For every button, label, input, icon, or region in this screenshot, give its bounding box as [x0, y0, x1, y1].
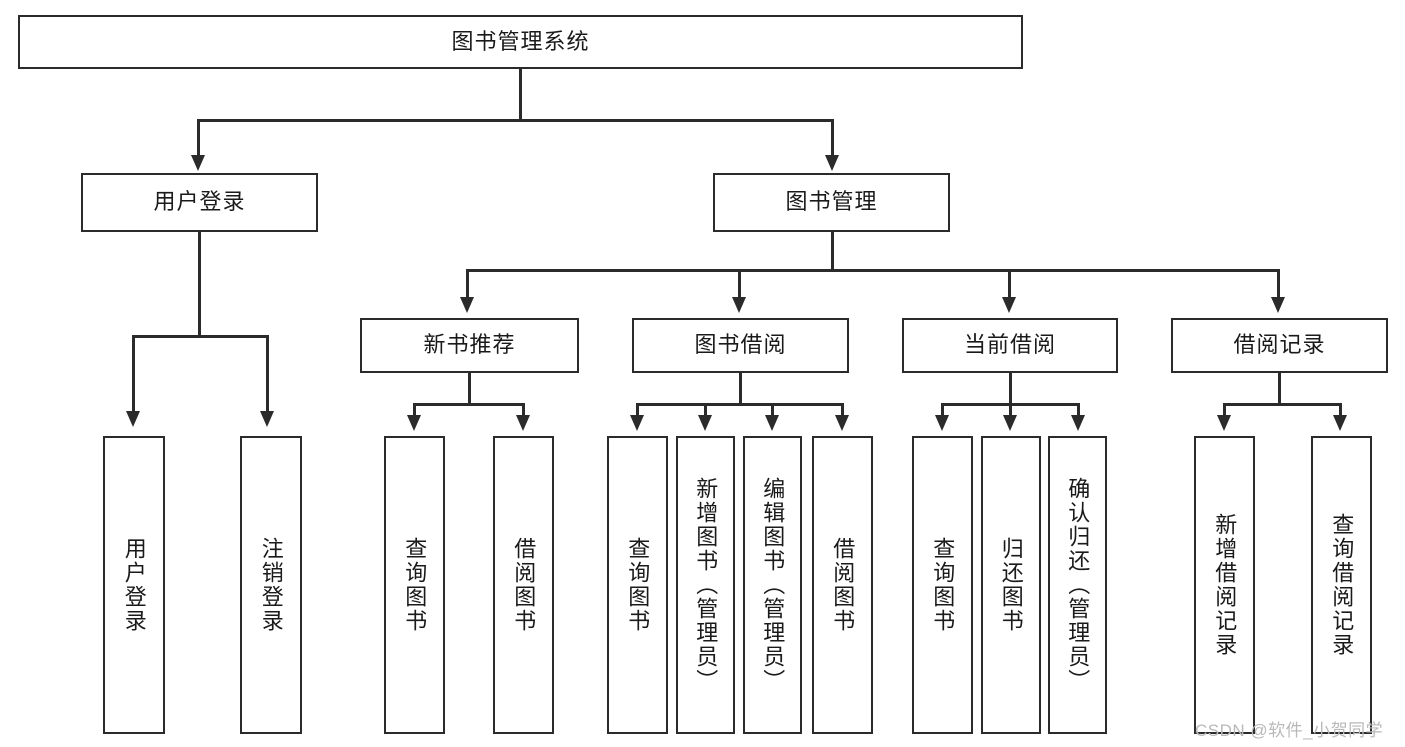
- edge-bm-to-new-book-rec: [466, 269, 469, 301]
- edge-bb-stem: [739, 373, 742, 405]
- leaf-br-add-record[interactable]: 新增借阅记录: [1194, 436, 1255, 734]
- leaf-user-login[interactable]: 用户登录: [103, 436, 165, 734]
- node-label: 归还图书: [998, 537, 1024, 633]
- arrow-to-book-borrow: [732, 297, 746, 313]
- arrow-to-user-login: [191, 155, 205, 171]
- edge-user-login-stem: [198, 232, 201, 337]
- edge-nbr-bus: [413, 403, 525, 406]
- arrow-to-current-borrow: [1002, 297, 1016, 313]
- node-new-book-recommendation[interactable]: 新书推荐: [360, 318, 579, 373]
- edge-nbr-stem: [468, 373, 471, 405]
- arrow-cb-leaf-2: [1003, 415, 1017, 431]
- node-label: 借阅记录: [1233, 332, 1326, 358]
- edge-br-to-leaf-1: [1223, 403, 1226, 418]
- edge-user-login-bus: [132, 335, 269, 338]
- leaf-nbr-query-books[interactable]: 查询图书: [384, 436, 445, 734]
- arrow-nbr-leaf-2: [516, 415, 530, 431]
- edge-user-login-to-leaf-1: [132, 335, 135, 415]
- arrow-bb-leaf-2: [698, 415, 712, 431]
- node-label: 新书推荐: [423, 332, 516, 358]
- edge-cb-to-leaf-1: [941, 403, 944, 418]
- edge-nbr-to-leaf-2: [522, 403, 525, 418]
- node-label: 新增图书（管理员）: [693, 477, 719, 693]
- edge-cb-to-leaf-2: [1009, 403, 1012, 418]
- arrow-cb-leaf-3: [1071, 415, 1085, 431]
- edge-bm-to-current-borrow: [1008, 269, 1011, 301]
- node-label: 用户登录: [121, 537, 147, 633]
- node-label: 查询借阅记录: [1329, 513, 1355, 657]
- edge-bm-to-book-borrow: [738, 269, 741, 301]
- node-label: 图书管理: [785, 189, 878, 215]
- node-borrowing-records[interactable]: 借阅记录: [1171, 318, 1388, 373]
- edge-bb-to-leaf-3: [771, 403, 774, 418]
- node-label: 编辑图书（管理员）: [760, 477, 786, 693]
- edge-cb-stem: [1009, 373, 1012, 405]
- node-label: 借阅图书: [511, 537, 537, 633]
- node-label: 新增借阅记录: [1212, 513, 1238, 657]
- edge-root-bus: [197, 119, 834, 122]
- leaf-logout[interactable]: 注销登录: [240, 436, 302, 734]
- edge-bb-bus: [636, 403, 844, 406]
- arrow-cb-leaf-1: [935, 415, 949, 431]
- edge-br-bus: [1223, 403, 1342, 406]
- node-label: 查询图书: [930, 537, 956, 633]
- node-user-login[interactable]: 用户登录: [81, 173, 318, 232]
- leaf-bb-query-books[interactable]: 查询图书: [607, 436, 668, 734]
- arrow-to-leaf-user-login: [126, 411, 140, 427]
- edge-cb-to-leaf-3: [1077, 403, 1080, 418]
- arrow-to-new-book-rec: [460, 297, 474, 313]
- node-current-borrowing[interactable]: 当前借阅: [902, 318, 1118, 373]
- edge-root-stem: [519, 69, 522, 121]
- leaf-bb-borrow-books[interactable]: 借阅图书: [812, 436, 873, 734]
- edge-root-to-book-management: [831, 119, 834, 159]
- arrow-bb-leaf-1: [630, 415, 644, 431]
- node-label: 用户登录: [153, 189, 246, 215]
- leaf-bb-add-book-admin[interactable]: 新增图书（管理员）: [676, 436, 735, 734]
- node-label: 图书借阅: [694, 332, 787, 358]
- leaf-cb-query-books[interactable]: 查询图书: [912, 436, 973, 734]
- node-label: 当前借阅: [963, 332, 1056, 358]
- node-book-management[interactable]: 图书管理: [713, 173, 950, 232]
- edge-bb-to-leaf-2: [704, 403, 707, 418]
- node-root-book-management-system[interactable]: 图书管理系统: [18, 15, 1023, 69]
- leaf-cb-confirm-return-admin[interactable]: 确认归还（管理员）: [1048, 436, 1107, 734]
- edge-bb-to-leaf-1: [636, 403, 639, 418]
- edge-br-to-leaf-2: [1339, 403, 1342, 418]
- arrow-br-leaf-2: [1333, 415, 1347, 431]
- arrow-br-leaf-1: [1217, 415, 1231, 431]
- arrow-nbr-leaf-1: [407, 415, 421, 431]
- leaf-bb-edit-book-admin[interactable]: 编辑图书（管理员）: [743, 436, 802, 734]
- edge-nbr-to-leaf-1: [413, 403, 416, 418]
- node-label: 查询图书: [402, 537, 428, 633]
- arrow-to-leaf-logout: [260, 411, 274, 427]
- leaf-br-query-record[interactable]: 查询借阅记录: [1311, 436, 1372, 734]
- arrow-bb-leaf-4: [835, 415, 849, 431]
- leaf-cb-return-books[interactable]: 归还图书: [981, 436, 1041, 734]
- edge-user-login-to-leaf-2: [266, 335, 269, 415]
- node-label: 借阅图书: [830, 537, 856, 633]
- edge-br-stem: [1278, 373, 1281, 405]
- arrow-bb-leaf-3: [765, 415, 779, 431]
- edge-bb-to-leaf-4: [841, 403, 844, 418]
- leaf-nbr-borrow-books[interactable]: 借阅图书: [493, 436, 554, 734]
- arrow-to-borrow-record: [1271, 297, 1285, 313]
- edge-book-management-bus: [466, 269, 1278, 272]
- node-label: 图书管理系统: [451, 28, 590, 54]
- node-label: 查询图书: [625, 537, 651, 633]
- edge-bm-to-borrow-record: [1277, 269, 1280, 301]
- arrow-to-book-management: [825, 155, 839, 171]
- edge-book-management-stem: [831, 232, 834, 272]
- node-label: 注销登录: [258, 537, 284, 633]
- node-label: 确认归还（管理员）: [1065, 477, 1091, 693]
- edge-root-to-user-login: [197, 119, 200, 159]
- node-book-borrowing[interactable]: 图书借阅: [632, 318, 849, 373]
